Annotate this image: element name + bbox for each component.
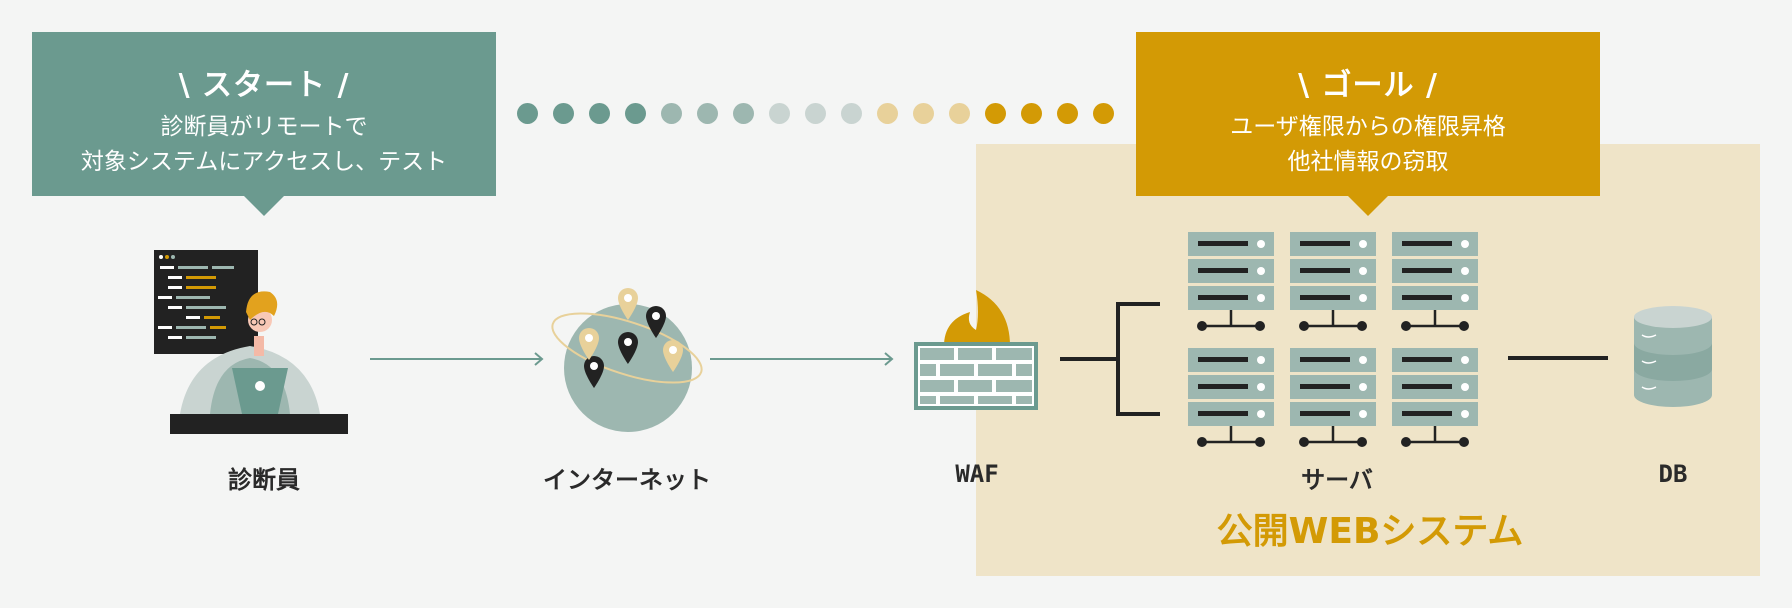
- progress-dot: [553, 103, 574, 124]
- waf-label: WAF: [955, 460, 999, 488]
- progress-dot: [913, 103, 934, 124]
- tester-label: 診断員: [228, 466, 300, 494]
- server-icon: [1392, 348, 1478, 447]
- server-icon: [1290, 232, 1376, 331]
- progress-dot: [805, 103, 826, 124]
- arrow-to-waf-icon: [710, 352, 894, 366]
- progress-dot: [841, 103, 862, 124]
- goal-callout-pointer: [1348, 196, 1388, 216]
- server-icon: [1392, 232, 1478, 331]
- waf-firewall-icon: [914, 290, 1038, 410]
- start-callout-line-1: 診断員がリモートで: [160, 114, 368, 140]
- progress-dot: [517, 103, 538, 124]
- database-icon: [1634, 306, 1712, 407]
- db-connector-line-icon: [1508, 356, 1608, 360]
- server-icon: [1290, 348, 1376, 447]
- public-web-system-title: 公開WEBシステム: [1216, 511, 1524, 552]
- start-callout-line-2: 対象システムにアクセスし、テスト: [80, 149, 448, 175]
- progress-dot: [733, 103, 754, 124]
- progress-dot: [1021, 103, 1042, 124]
- start-callout-pointer: [244, 196, 284, 216]
- progress-dot: [1057, 103, 1078, 124]
- progress-dot: [877, 103, 898, 124]
- progress-dot: [661, 103, 682, 124]
- internet-globe-icon: [551, 287, 703, 432]
- progress-dot: [697, 103, 718, 124]
- progress-dot: [1093, 103, 1114, 124]
- goal-callout-line-2: 他社情報の窃取: [1287, 149, 1449, 175]
- progress-dot: [589, 103, 610, 124]
- progress-dot: [985, 103, 1006, 124]
- tester-illustration-icon: [154, 250, 348, 434]
- server-icon: [1188, 348, 1274, 447]
- server-label: サーバ: [1301, 466, 1373, 494]
- progress-dot: [625, 103, 646, 124]
- goal-callout-line-1: ユーザ権限からの権限昇格: [1230, 114, 1506, 140]
- arrow-to-internet-icon: [370, 352, 544, 366]
- server-icon: [1188, 232, 1274, 331]
- start-callout: \ スタート / 診断員がリモートで 対象システムにアクセスし、テスト: [32, 32, 496, 216]
- goal-callout-title: \ ゴール /: [1298, 68, 1438, 103]
- goal-callout: \ ゴール / ユーザ権限からの権限昇格 他社情報の窃取: [1136, 32, 1600, 216]
- start-callout-title: \ スタート /: [178, 68, 350, 103]
- internet-label: インターネット: [543, 466, 711, 494]
- db-label: DB: [1658, 460, 1688, 488]
- progress-dot: [769, 103, 790, 124]
- progress-dot: [949, 103, 970, 124]
- server-bracket-connector-icon: [1060, 302, 1160, 416]
